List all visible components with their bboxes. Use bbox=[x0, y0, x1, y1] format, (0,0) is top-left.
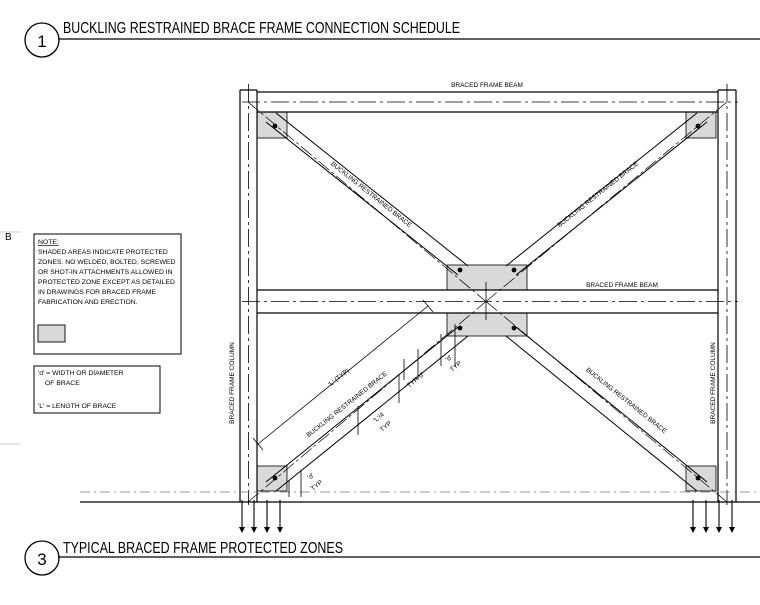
ground-line bbox=[80, 491, 760, 503]
note-line: IN DRAWINGS FOR BRACED FRAME bbox=[38, 289, 156, 296]
brace-upper-right-label: BUCKLING RESTRAINED BRACE bbox=[556, 160, 640, 229]
dimension-d-mid-b bbox=[440, 324, 456, 366]
brace-lower-left bbox=[247, 301, 487, 503]
dimension-d-mid-a-label: 'd' bbox=[416, 371, 425, 380]
protected-zone-bottom-left bbox=[256, 465, 288, 492]
top-beam bbox=[242, 91, 738, 113]
detail-1-header: 1 BUCKLING RESTRAINED BRACE FRAME CONNEC… bbox=[24, 20, 760, 58]
detail-3-header: 3 TYPICAL BRACED FRAME PROTECTED ZONES bbox=[24, 540, 760, 576]
detail-1-bubble bbox=[24, 22, 60, 58]
brace-lower-right-label: BUCKLING RESTRAINED BRACE bbox=[584, 367, 668, 436]
support-arrows-left bbox=[241, 500, 281, 528]
grid-mark-b: B bbox=[5, 232, 12, 243]
note-heading: NOTE: bbox=[38, 239, 59, 246]
detail-1-number: 1 bbox=[37, 32, 46, 51]
legend-line: 'L' = LENGTH OF BRACE bbox=[38, 403, 117, 410]
dimension-d-mid-a bbox=[403, 349, 419, 380]
support-arrows-right bbox=[692, 500, 733, 528]
protected-zone-top-right bbox=[685, 111, 717, 139]
note-line: FABRICATION AND ERECTION. bbox=[38, 299, 138, 306]
dimension-d-lower-label: 'd' bbox=[306, 472, 315, 481]
dimension-d-mid-b-label: 'd' bbox=[444, 354, 453, 363]
dimension-d-mid-b-typ: TYP bbox=[449, 360, 463, 373]
legend-line: 'd' = WIDTH OR DIAMETER bbox=[38, 370, 124, 377]
braced-frame bbox=[80, 84, 760, 533]
column-left-label: BRACED FRAME COLUMN bbox=[229, 342, 236, 424]
brace-end-dots bbox=[272, 123, 701, 481]
detail-3-title: TYPICAL BRACED FRAME PROTECTED ZONES bbox=[63, 540, 343, 557]
support-arrowheads bbox=[239, 527, 735, 533]
dimension-d-lower bbox=[288, 470, 302, 497]
protected-zone-bottom-right bbox=[685, 465, 717, 492]
note-line: SHADED AREAS INDICATE PROTECTED bbox=[38, 249, 168, 256]
dimension-quarter-length bbox=[357, 374, 400, 435]
column-right-label: BRACED FRAME COLUMN bbox=[710, 342, 717, 424]
detail-3-bubble bbox=[24, 540, 60, 576]
dimension-length bbox=[252, 299, 434, 451]
mid-beam bbox=[242, 282, 738, 320]
protected-zone-center-bottom bbox=[446, 312, 528, 337]
brace-lower-left-label: BUCKLING RESTRAINED BRACE bbox=[305, 370, 389, 439]
legend-box-border bbox=[33, 365, 161, 414]
brace-lower-right bbox=[485, 301, 728, 503]
note-line: ZONES. NO WELDED, BOLTED, SCREWED bbox=[38, 259, 175, 266]
left-column bbox=[239, 84, 258, 505]
brace-upper-right bbox=[485, 101, 728, 302]
note-box: NOTE: SHADED AREAS INDICATE PROTECTED ZO… bbox=[33, 233, 182, 355]
dimension-length-label: 'L' (TYP) bbox=[327, 367, 351, 388]
note-line: PROTECTED ZONE EXCEPT AS DETAILED bbox=[38, 279, 175, 286]
dimension-quarter-length-typ: TYP bbox=[379, 420, 393, 433]
dimension-d-lower-typ: TYP bbox=[310, 479, 324, 492]
detail-1-title: BUCKLING RESTRAINED BRACE FRAME CONNECTI… bbox=[63, 20, 460, 37]
beam-mid-label: BRACED FRAME BEAM bbox=[586, 282, 658, 289]
right-column bbox=[717, 84, 737, 505]
detail-3-number: 3 bbox=[37, 550, 46, 569]
legend-line: OF BRACE bbox=[45, 380, 80, 387]
dimension-quarter-length-label: 'L'/4 bbox=[372, 411, 386, 424]
brace-upper-left bbox=[247, 101, 487, 302]
brace-upper-left-label: BUCKLING RESTRAINED BRACE bbox=[329, 161, 413, 230]
protected-zone-swatch bbox=[37, 324, 66, 343]
protected-zone-top-left bbox=[256, 111, 288, 139]
note-line: OR SHOT-IN ATTACHMENTS ALLOWED IN bbox=[38, 269, 173, 276]
legend-box: 'd' = WIDTH OR DIAMETER OF BRACE 'L' = L… bbox=[33, 365, 161, 414]
beam-top-label: BRACED FRAME BEAM bbox=[451, 82, 523, 89]
